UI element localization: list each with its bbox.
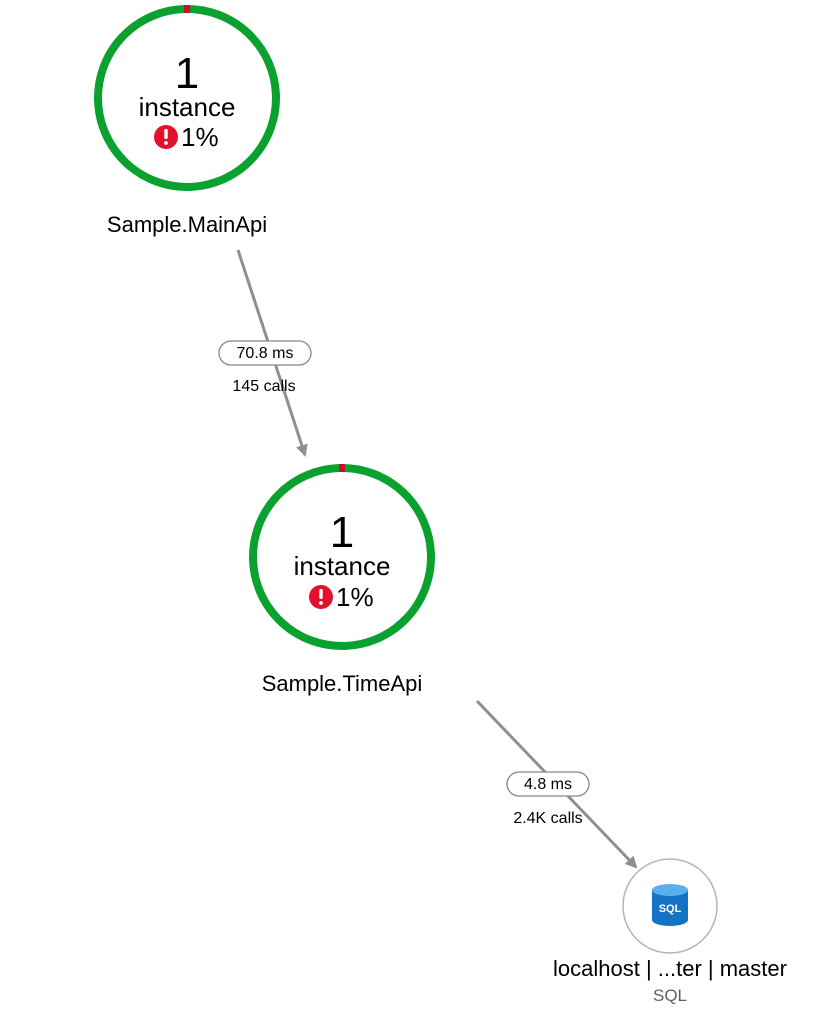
edge-calls-label: 2.4K calls [513, 810, 582, 827]
instance-label: instance [139, 92, 236, 122]
edge-timeapi-to-sql[interactable]: 4.8 ms 2.4K calls [475, 699, 638, 869]
instance-label: instance [294, 551, 391, 581]
dependency-node-sql[interactable]: SQL localhost | ...ter | master SQL [553, 858, 787, 1005]
edge-mainapi-to-timeapi[interactable]: 70.8 ms 145 calls [218, 249, 312, 457]
app-node-mainapi[interactable]: 1 instance 1% Sample.MainApi [94, 5, 280, 237]
failure-ring-segment [249, 464, 435, 650]
node-name[interactable]: Sample.TimeApi [262, 671, 423, 696]
app-node-timeapi[interactable]: 1 instance 1% Sample.TimeApi [249, 464, 435, 696]
node-background[interactable] [250, 465, 434, 649]
failure-ring-segment [94, 5, 280, 191]
edge-duration-pill[interactable] [506, 771, 590, 797]
failure-rate: 1% [336, 582, 374, 612]
edge-calls-label: 145 calls [232, 378, 295, 395]
dependency-name[interactable]: localhost | ...ter | master [553, 956, 787, 981]
instance-count: 1 [175, 49, 199, 98]
edge-duration-label: 4.8 ms [524, 776, 572, 793]
instance-count: 1 [330, 508, 354, 557]
edge-duration-label: 70.8 ms [237, 345, 294, 362]
exclamation-circle-icon [309, 585, 333, 609]
dependency-type: SQL [653, 986, 687, 1005]
edge-duration-pill[interactable] [218, 340, 312, 366]
failure-rate: 1% [181, 122, 219, 152]
exclamation-circle-icon [154, 125, 178, 149]
node-name[interactable]: Sample.MainApi [107, 212, 267, 237]
node-background[interactable] [95, 6, 279, 190]
sql-icon-text: SQL [659, 903, 682, 915]
sql-database-icon: SQL [652, 884, 688, 926]
